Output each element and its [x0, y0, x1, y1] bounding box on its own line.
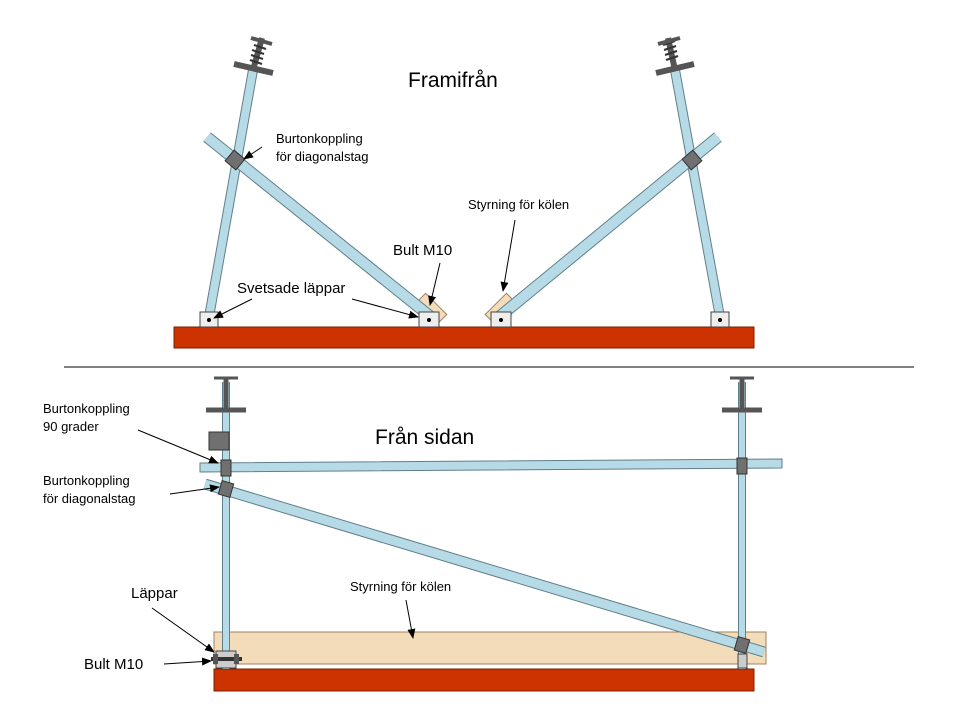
front-label-coupling-line1: Burtonkoppling — [276, 131, 363, 146]
front-label-coupling-line2: för diagonalstag — [276, 149, 369, 164]
front-left-coupling — [224, 149, 246, 171]
front-arrow-keel — [500, 219, 516, 292]
front-lug-2 — [418, 311, 440, 328]
side-label-couplingdiag-line2: för diagonalstag — [43, 491, 136, 506]
side-label-keel-guide: Styrning för kölen — [350, 579, 451, 594]
side-base-beam — [213, 668, 755, 692]
front-lug-1 — [199, 311, 219, 328]
front-view-title: Framifrån — [408, 69, 498, 92]
side-lug-bolt — [211, 650, 242, 669]
front-arrow-lugs-right — [351, 298, 419, 319]
front-arrow-coupling — [243, 146, 263, 160]
front-arrow-lugs-left — [213, 298, 253, 319]
front-right-coupling — [681, 149, 703, 171]
side-label-couplingdiag-line1: Burtonkoppling — [43, 473, 130, 488]
front-lug-4 — [710, 311, 730, 328]
side-label-coupling90-line2: 90 grader — [43, 419, 99, 434]
side-coupling-90-right — [736, 457, 748, 475]
front-label-bolt: Bult M10 — [393, 242, 452, 259]
side-label-coupling90-line1: Burtonkoppling — [43, 401, 130, 416]
side-coupling-diag-left — [217, 479, 235, 499]
side-arrow-lugs — [151, 607, 215, 653]
front-label-keel-guide: Styrning för kölen — [468, 197, 569, 212]
front-right-screw-jack — [655, 36, 695, 76]
side-keel-guide — [213, 631, 767, 665]
side-coupling-90-left — [220, 459, 232, 477]
side-arrow-bolt — [163, 657, 212, 666]
side-view-title: Från sidan — [375, 426, 474, 449]
side-left-screw-jack — [206, 376, 246, 413]
side-coupling-90-block — [208, 431, 230, 451]
front-view: Framifrån Burtonkoppling för diagonalsta… — [173, 36, 755, 349]
side-arrow-keel — [405, 599, 416, 639]
front-base-beam — [173, 326, 755, 349]
front-label-welded-lugs: Svetsade läppar — [237, 280, 345, 297]
side-lug-right — [737, 653, 748, 669]
front-lug-3 — [490, 311, 512, 328]
side-right-screw-jack — [722, 376, 762, 413]
side-view: Från sidan Burtonkoppling 90 grader Burt… — [43, 376, 783, 692]
side-coupling-diag-right — [733, 635, 751, 655]
front-arrow-bolt — [428, 262, 441, 306]
side-arrow-couplingdiag — [169, 484, 220, 495]
side-arrow-coupling90 — [137, 429, 219, 464]
side-horizontal-tube — [199, 458, 783, 473]
side-label-bolt: Bult M10 — [84, 656, 143, 673]
front-left-screw-jack — [233, 36, 274, 76]
side-label-lugs: Läppar — [131, 585, 178, 602]
